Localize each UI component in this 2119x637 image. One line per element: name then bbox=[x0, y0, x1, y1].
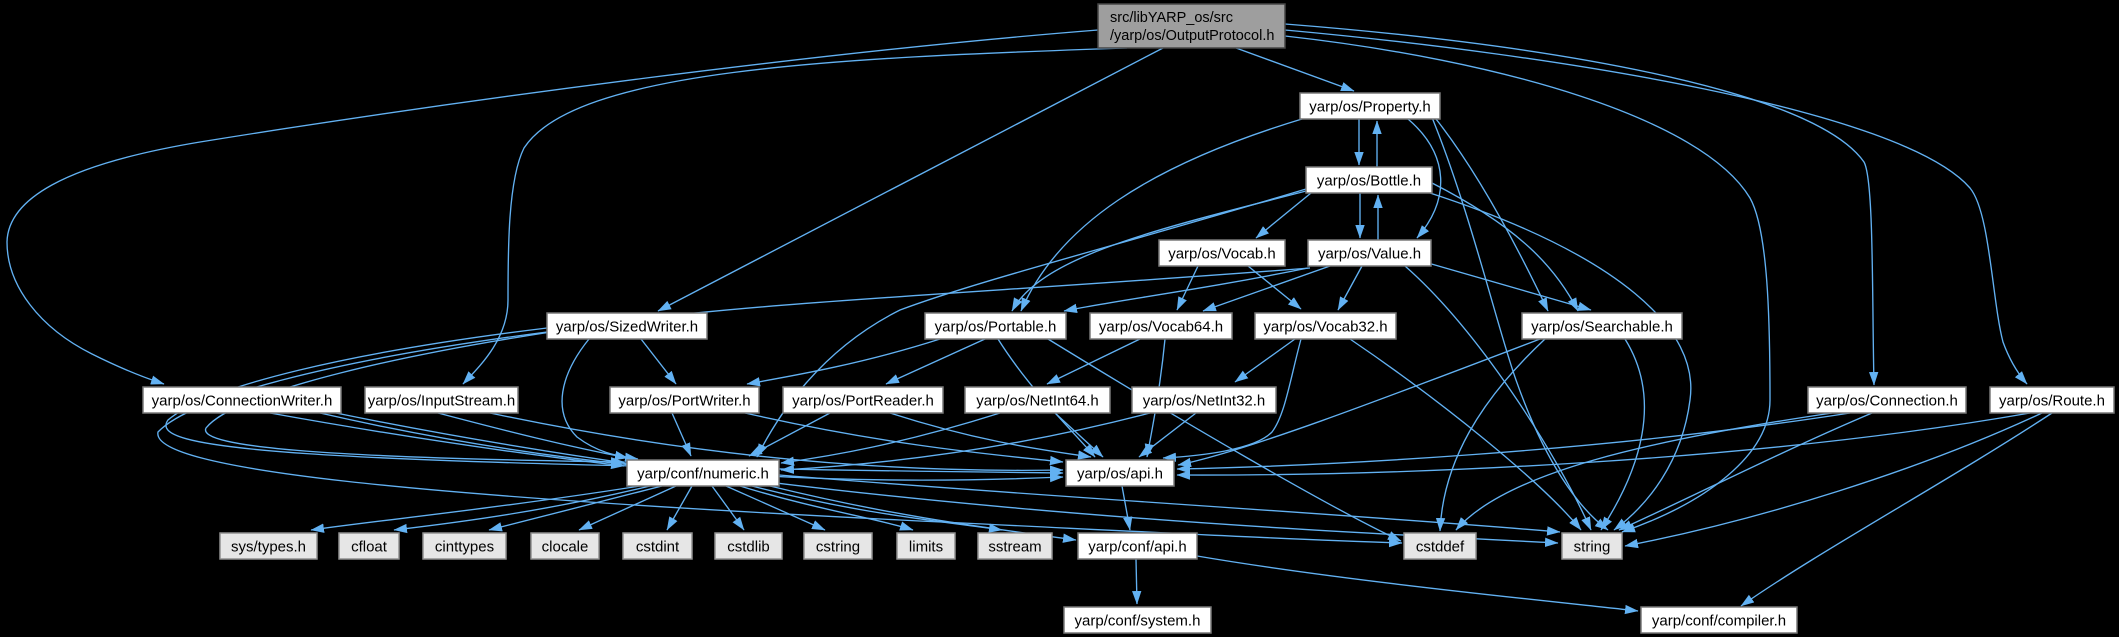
svg-text:cstddef: cstddef bbox=[1416, 539, 1465, 556]
svg-text:limits: limits bbox=[909, 539, 943, 556]
svg-text:sstream: sstream bbox=[988, 539, 1041, 556]
svg-text:yarp/os/Vocab64.h: yarp/os/Vocab64.h bbox=[1099, 319, 1223, 336]
svg-text:yarp/os/SizedWriter.h: yarp/os/SizedWriter.h bbox=[556, 319, 698, 336]
svg-text:src/libYARP_os/src: src/libYARP_os/src bbox=[1110, 10, 1233, 26]
svg-text:sys/types.h: sys/types.h bbox=[231, 539, 306, 556]
svg-text:cstdint: cstdint bbox=[636, 539, 680, 556]
svg-text:string: string bbox=[1574, 539, 1611, 556]
svg-text:yarp/os/PortWriter.h: yarp/os/PortWriter.h bbox=[618, 393, 750, 410]
svg-text:cinttypes: cinttypes bbox=[435, 539, 494, 556]
svg-text:yarp/os/Searchable.h: yarp/os/Searchable.h bbox=[1531, 319, 1673, 336]
svg-text:cstring: cstring bbox=[816, 539, 860, 556]
svg-text:yarp/os/ConnectionWriter.h: yarp/os/ConnectionWriter.h bbox=[152, 393, 333, 410]
svg-text:yarp/os/Portable.h: yarp/os/Portable.h bbox=[935, 319, 1057, 336]
svg-text:yarp/os/InputStream.h: yarp/os/InputStream.h bbox=[368, 393, 516, 410]
svg-text:clocale: clocale bbox=[542, 539, 589, 556]
svg-text:yarp/os/api.h: yarp/os/api.h bbox=[1077, 466, 1163, 483]
svg-text:/yarp/os/OutputProtocol.h: /yarp/os/OutputProtocol.h bbox=[1110, 28, 1274, 44]
svg-text:yarp/conf/compiler.h: yarp/conf/compiler.h bbox=[1652, 613, 1786, 630]
svg-text:yarp/conf/numeric.h: yarp/conf/numeric.h bbox=[637, 466, 769, 483]
svg-text:yarp/os/Value.h: yarp/os/Value.h bbox=[1318, 246, 1421, 263]
svg-text:yarp/os/PortReader.h: yarp/os/PortReader.h bbox=[792, 393, 934, 410]
svg-text:yarp/os/Vocab32.h: yarp/os/Vocab32.h bbox=[1263, 319, 1387, 336]
svg-text:yarp/os/Route.h: yarp/os/Route.h bbox=[1999, 393, 2105, 410]
svg-text:cstdlib: cstdlib bbox=[727, 539, 770, 556]
svg-text:yarp/conf/api.h: yarp/conf/api.h bbox=[1088, 539, 1186, 556]
svg-text:yarp/os/Vocab.h: yarp/os/Vocab.h bbox=[1168, 246, 1276, 263]
svg-text:yarp/os/Property.h: yarp/os/Property.h bbox=[1309, 99, 1430, 116]
svg-text:yarp/os/Bottle.h: yarp/os/Bottle.h bbox=[1317, 173, 1421, 190]
svg-text:yarp/os/NetInt32.h: yarp/os/NetInt32.h bbox=[1143, 393, 1266, 410]
svg-text:cfloat: cfloat bbox=[351, 539, 388, 556]
svg-text:yarp/conf/system.h: yarp/conf/system.h bbox=[1075, 613, 1201, 630]
svg-text:yarp/os/NetInt64.h: yarp/os/NetInt64.h bbox=[976, 393, 1099, 410]
svg-text:yarp/os/Connection.h: yarp/os/Connection.h bbox=[1816, 393, 1958, 410]
